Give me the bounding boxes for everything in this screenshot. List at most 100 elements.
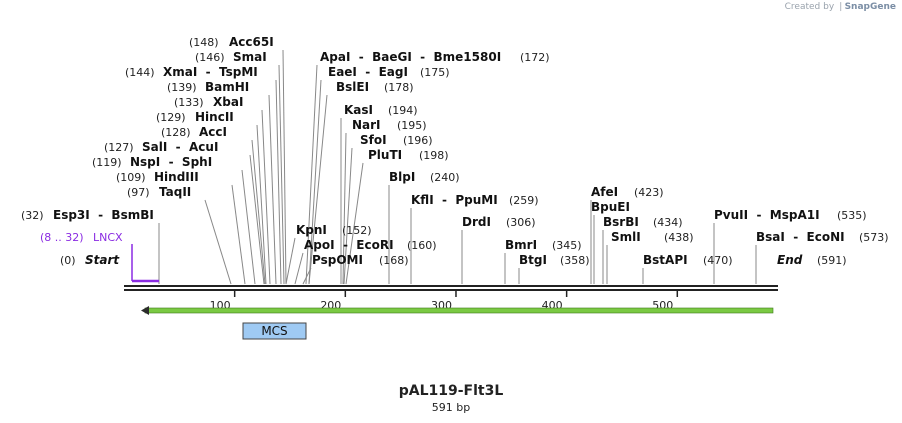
- site-position: (438): [664, 231, 694, 244]
- site-name: BtgI: [519, 253, 547, 267]
- site-position: (168): [379, 254, 409, 267]
- site-position: (129): [156, 111, 186, 124]
- site-leader: [251, 139, 266, 285]
- site-position: (172): [520, 51, 550, 64]
- site-name: EaeI - EagI: [328, 65, 408, 79]
- site-leader: [302, 267, 312, 285]
- site-position: (195): [397, 119, 427, 132]
- site-name: ApaI - BaeGI - Bme1580I: [320, 50, 501, 64]
- site-position: (470): [703, 254, 733, 267]
- site-position: (127): [104, 141, 134, 154]
- site-leader: [278, 64, 285, 285]
- site-name: BamHI: [205, 80, 249, 94]
- site-leader: [241, 169, 256, 285]
- site-position: (434): [653, 216, 683, 229]
- site-leader: [282, 49, 287, 285]
- site-name: BmrI: [505, 238, 537, 252]
- site-leader: [249, 154, 265, 285]
- site-name: KflI - PpuMI: [411, 193, 498, 207]
- site-position: (535): [837, 209, 867, 222]
- site-position: (119): [92, 156, 122, 169]
- site-name: SmlI: [611, 230, 641, 244]
- site-name: BpuEI: [591, 200, 630, 214]
- site-name: SfoI: [360, 133, 387, 147]
- site-position: (109): [116, 171, 146, 184]
- site-leader: [345, 162, 364, 285]
- site-position: (128): [161, 126, 191, 139]
- site-name: BslEI: [336, 80, 369, 94]
- site-name: KasI: [344, 103, 373, 117]
- site-position: (139): [167, 81, 197, 94]
- plasmid-name: pAL119-Flt3L: [398, 383, 504, 399]
- feature-name: LNCX: [93, 231, 123, 244]
- site-position: (133): [174, 96, 204, 109]
- site-position: (152): [342, 224, 372, 237]
- site-position: (146): [195, 51, 225, 64]
- snapgene-credit: Created by ❘SnapGene: [784, 2, 896, 12]
- site-name: PspOMI: [312, 253, 363, 267]
- site-name: AfeI: [591, 185, 618, 199]
- site-position: (196): [403, 134, 433, 147]
- site-name: HindIII: [154, 170, 199, 184]
- site-name: XbaI: [213, 95, 243, 109]
- site-name: BstAPI: [643, 253, 688, 267]
- site-leader: [308, 79, 322, 285]
- site-name: KpnI: [296, 223, 327, 237]
- site-position: (259): [509, 194, 539, 207]
- site-leader: [308, 94, 328, 285]
- site-position: (358): [560, 254, 590, 267]
- end-label: End: [777, 253, 803, 267]
- site-position: (32): [21, 209, 44, 222]
- site-position: (144): [125, 66, 155, 79]
- site-position: (198): [419, 149, 449, 162]
- site-leader: [294, 252, 304, 285]
- site-leader: [285, 237, 296, 285]
- site-leader: [275, 79, 282, 285]
- site-position: (573): [859, 231, 889, 244]
- site-leader: [261, 109, 271, 285]
- site-leader: [342, 132, 347, 285]
- site-position: (148): [189, 36, 219, 49]
- site-leader: [305, 64, 318, 285]
- mcs-label: MCS: [261, 324, 287, 338]
- site-leader: [256, 124, 267, 285]
- site-name: Esp3I - BsmBI: [53, 208, 154, 222]
- site-leader-lines: [158, 49, 757, 285]
- site-leader: [231, 184, 246, 285]
- site-labels: Acc65I(148)SmaI(146)XmaI - TspMI(144)Bam…: [21, 35, 889, 267]
- orf-arrowhead-icon: [141, 306, 149, 315]
- plasmid-length: 591 bp: [431, 401, 471, 414]
- feature-range: (8 .. 32): [40, 231, 84, 244]
- site-position: (178): [384, 81, 414, 94]
- site-name: TaqII: [159, 185, 191, 199]
- sequence-backbone: [124, 285, 778, 291]
- site-leader: [343, 147, 353, 285]
- end-position: (591): [817, 254, 847, 267]
- mcs-box: [242, 322, 307, 340]
- site-position: (97): [127, 186, 150, 199]
- features: (8 .. 32) LNCX MCS: [40, 231, 774, 340]
- site-position: (306): [506, 216, 536, 229]
- site-leader: [268, 94, 277, 285]
- site-position: (175): [420, 66, 450, 79]
- site-name: ApoI - EcoRI: [304, 238, 394, 252]
- orf-bar: [144, 307, 774, 314]
- end-position: (0): [60, 254, 76, 267]
- site-name: DrdI: [462, 215, 491, 229]
- site-name: BsrBI: [603, 215, 639, 229]
- site-position: (160): [407, 239, 437, 252]
- site-leader: [204, 199, 232, 285]
- site-name: PvuII - MspA1I: [714, 208, 820, 222]
- site-position: (345): [552, 239, 582, 252]
- site-name: NspI - SphI: [130, 155, 212, 169]
- site-position: (423): [634, 186, 664, 199]
- site-name: BsaI - EcoNI: [756, 230, 845, 244]
- site-name: NarI: [352, 118, 381, 132]
- site-name: SmaI: [233, 50, 267, 64]
- site-name: HincII: [195, 110, 234, 124]
- site-name: PluTI: [368, 148, 402, 162]
- end-label: Start: [85, 253, 120, 267]
- site-name: XmaI - TspMI: [163, 65, 258, 79]
- site-name: BlpI: [389, 170, 415, 184]
